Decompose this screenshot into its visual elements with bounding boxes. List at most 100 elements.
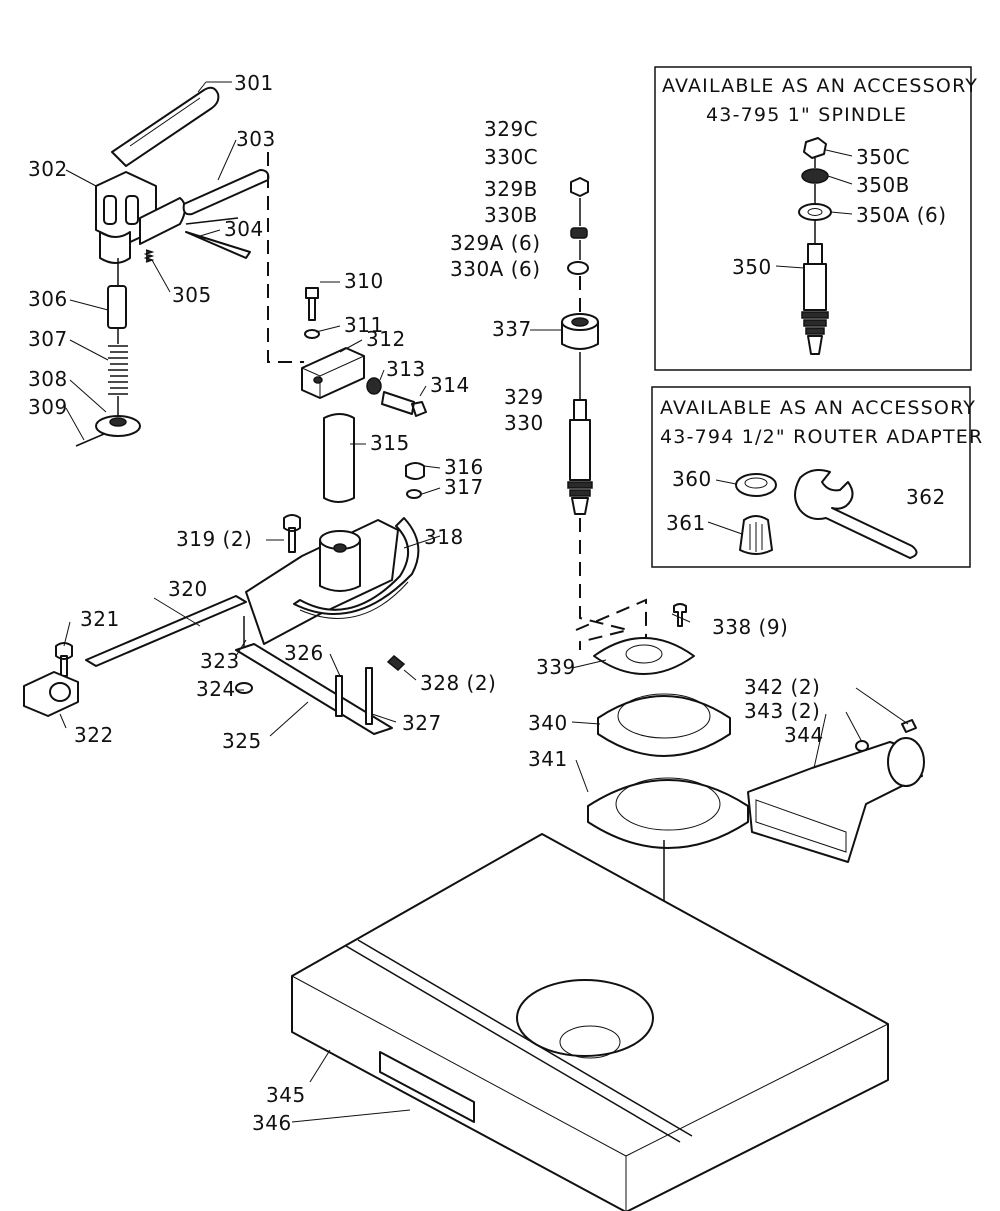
label-309: 309	[28, 395, 68, 419]
label-346: 346	[252, 1111, 292, 1135]
accessory-spindle-title: AVAILABLE AS AN ACCESSORY	[662, 75, 978, 97]
label-317: 317	[444, 475, 484, 499]
label-324: 324	[196, 677, 236, 701]
screw-342	[901, 719, 917, 733]
label-308: 308	[28, 367, 68, 391]
nut-350c	[803, 137, 827, 159]
pin-327	[365, 667, 373, 725]
washer-330a	[567, 261, 589, 275]
label-303: 303	[236, 127, 276, 151]
screw-321	[55, 642, 73, 677]
wrench-362	[794, 469, 918, 559]
nut-330c	[570, 177, 589, 197]
label-321: 321	[80, 607, 120, 631]
spindle-330	[567, 399, 593, 515]
washer-324	[235, 682, 253, 694]
spindle-350	[801, 243, 829, 355]
screw-338	[673, 603, 687, 627]
label-330: 330	[504, 411, 544, 435]
table-insert-hole	[516, 979, 654, 1057]
spindle-stack	[561, 177, 749, 960]
label-310: 310	[344, 269, 384, 293]
label-329a: 329A (6)	[450, 231, 541, 255]
label-330c: 330C	[484, 145, 538, 169]
protractor-scale	[293, 517, 420, 615]
washer-350a	[798, 203, 832, 221]
plate-339	[593, 637, 695, 675]
label-304: 304	[224, 217, 264, 241]
guide-bar-325	[235, 643, 393, 735]
pin-303	[182, 169, 270, 216]
part-labels: 301 302 303 304 305 306 307 308 309 310 …	[28, 71, 947, 1135]
label-362: 362	[906, 485, 946, 509]
label-360: 360	[672, 467, 712, 491]
table-345	[291, 833, 889, 1211]
fence-clamp-assembly	[267, 152, 427, 503]
handle-301	[111, 86, 220, 167]
ring-341	[587, 779, 749, 849]
label-343: 343 (2)	[744, 699, 820, 723]
miter-gauge-assembly	[23, 514, 420, 735]
accessory-router-box: AVAILABLE AS AN ACCESSORY 43-794 1/2" RO…	[651, 386, 982, 568]
washer-313	[366, 377, 382, 395]
label-326: 326	[284, 641, 324, 665]
collar-360	[735, 473, 777, 497]
label-328: 328 (2)	[420, 671, 496, 695]
label-350b: 350B	[856, 173, 910, 197]
label-327: 327	[402, 711, 442, 735]
label-341: 341	[528, 747, 568, 771]
washer-311	[304, 329, 320, 339]
screw-310	[305, 287, 319, 321]
label-311: 311	[344, 313, 384, 337]
clamp-312	[301, 347, 365, 399]
label-345: 345	[266, 1083, 306, 1107]
label-325: 325	[222, 729, 262, 753]
label-312: 312	[366, 327, 406, 351]
accessory-router-title: AVAILABLE AS AN ACCESSORY	[660, 397, 976, 419]
leader-lines	[59, 81, 909, 1123]
label-302: 302	[28, 157, 68, 181]
rod-304	[185, 231, 251, 259]
accessory-spindle-subtitle: 43-795 1" SPINDLE	[706, 104, 907, 126]
label-330a: 330A (6)	[450, 257, 541, 281]
screw-328	[386, 654, 406, 672]
label-339: 339	[536, 655, 576, 679]
pin-309	[75, 433, 105, 447]
post-315	[323, 413, 355, 503]
label-313: 313	[386, 357, 426, 381]
washer-317	[406, 489, 422, 499]
label-315: 315	[370, 431, 410, 455]
label-320: 320	[168, 577, 208, 601]
dust-chute-assembly	[747, 719, 925, 863]
label-350c: 350C	[856, 145, 910, 169]
label-314: 314	[430, 373, 470, 397]
label-plate-346	[379, 1051, 475, 1123]
label-361: 361	[666, 511, 706, 535]
label-329: 329	[504, 385, 544, 409]
label-330b: 330B	[484, 203, 538, 227]
label-340: 340	[528, 711, 568, 735]
washer-330b	[570, 227, 588, 239]
label-319: 319 (2)	[176, 527, 252, 551]
label-350a: 350A (6)	[856, 203, 947, 227]
label-342: 342 (2)	[744, 675, 820, 699]
label-350: 350	[732, 255, 772, 279]
label-329c: 329C	[484, 117, 538, 141]
ring-340	[597, 695, 731, 757]
label-338: 338 (9)	[712, 615, 788, 639]
label-337: 337	[492, 317, 532, 341]
label-318: 318	[424, 525, 464, 549]
screw-319	[283, 514, 301, 553]
spring-305	[143, 249, 155, 263]
label-329b: 329B	[484, 177, 538, 201]
label-322: 322	[74, 723, 114, 747]
bolt-314	[381, 391, 427, 417]
screw-326	[335, 675, 343, 717]
washer-350b	[801, 168, 829, 184]
label-307: 307	[28, 327, 68, 351]
label-323: 323	[200, 649, 240, 673]
label-306: 306	[28, 287, 68, 311]
hold-down-assembly	[75, 86, 270, 447]
knob-316	[405, 462, 425, 480]
